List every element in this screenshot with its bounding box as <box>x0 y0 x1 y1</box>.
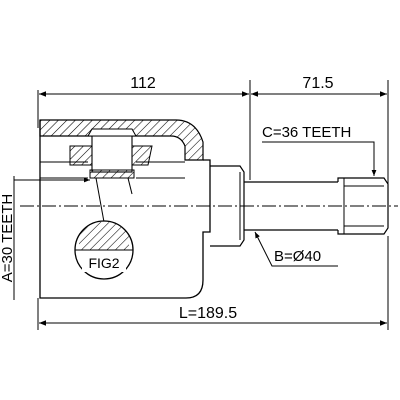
dim-label-112: 112 <box>130 75 156 92</box>
tripod-post <box>91 135 133 173</box>
shaft-neck <box>210 165 245 247</box>
housing-wall-section <box>39 119 204 161</box>
housing-outline <box>39 120 211 299</box>
overall-length-dimension: L=189.5 <box>37 236 389 330</box>
roller-left <box>69 145 93 166</box>
fig2-label-bg <box>82 254 126 272</box>
callout-spline-teeth-label: C=36 TEETH <box>262 124 351 141</box>
dim-label-overall: L=189.5 <box>179 305 237 322</box>
callout-shaft-diameter-label: B=Ø40 <box>274 248 321 265</box>
callout-housing-teeth-label: A=30 TEETH <box>0 194 16 283</box>
inner-joint-detail <box>69 128 153 223</box>
spider-band <box>89 169 135 179</box>
fig2-label: FIG2 <box>88 255 119 271</box>
fig2-hatch <box>79 221 129 250</box>
fig2-detail: FIG2 <box>74 220 134 280</box>
tripod-cap <box>87 128 137 137</box>
roller-right <box>131 145 153 166</box>
spider-leg-right <box>127 177 133 195</box>
spider-leg-left <box>95 177 105 223</box>
output-shaft <box>210 165 389 247</box>
joint-housing <box>39 119 211 299</box>
callout-housing-teeth: A=30 TEETH <box>0 176 90 300</box>
dim-label-71-5: 71.5 <box>302 75 333 92</box>
callout-spline-teeth-leader <box>262 141 377 176</box>
callout-spline-teeth: C=36 TEETH <box>262 124 377 176</box>
callout-shaft-diameter: B=Ø40 <box>254 231 338 267</box>
top-dimensions: 112 71.5 <box>37 75 389 185</box>
spline-outline <box>337 177 389 235</box>
callout-shaft-diameter-leader <box>254 231 338 267</box>
